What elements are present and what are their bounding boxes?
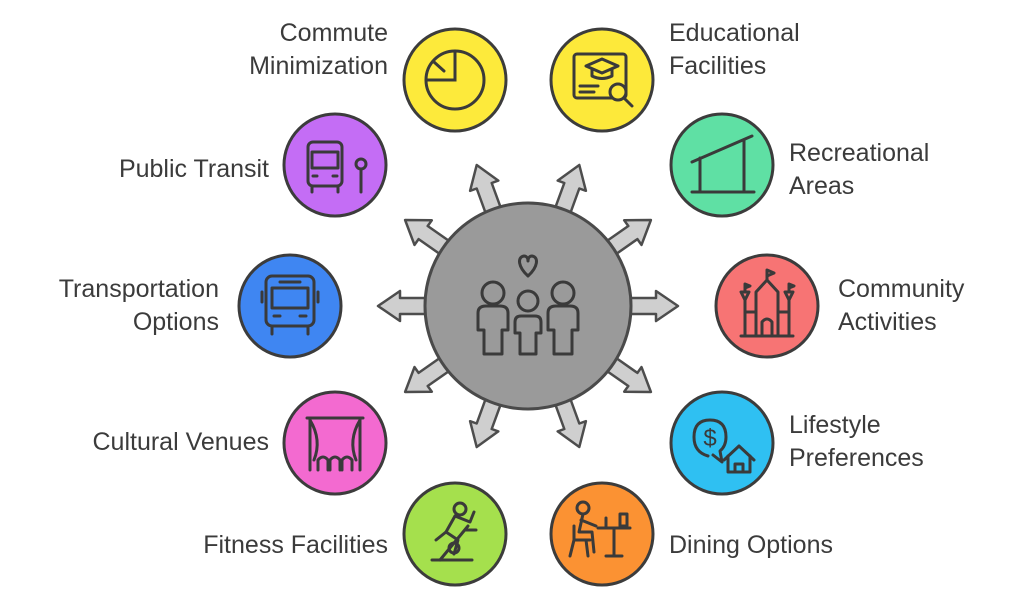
label-line: Preferences xyxy=(789,444,924,472)
node-dining-options xyxy=(549,481,655,587)
dining-table-icon xyxy=(568,500,632,558)
theater-stage-icon xyxy=(305,416,365,472)
label-educational-facilities: Educational Facilities xyxy=(669,17,800,83)
label-line: Areas xyxy=(789,172,855,200)
pie-chart-icon xyxy=(424,49,486,111)
label-lifestyle-preferences: Lifestyle Preferences xyxy=(789,409,924,475)
node-circle xyxy=(282,112,388,218)
label-fitness-facilities: Fitness Facilities xyxy=(203,529,388,562)
label-commute-minimization: Commute Minimization xyxy=(249,17,388,83)
node-circle xyxy=(714,253,820,359)
online-education-icon xyxy=(572,52,634,108)
node-circle xyxy=(237,253,343,359)
bus-icon xyxy=(260,274,320,336)
label-community-activities: Community Activities xyxy=(838,273,964,339)
node-community-activities xyxy=(714,253,820,359)
label-line: Activities xyxy=(838,308,937,336)
node-lifestyle-preferences: $ xyxy=(669,390,775,496)
label-line: Lifestyle xyxy=(789,411,881,439)
label-line: Minimization xyxy=(249,52,388,80)
label-line: Cultural Venues xyxy=(92,428,269,456)
label-line: Commute xyxy=(279,19,388,47)
label-transportation-options: Transportation Options xyxy=(59,273,219,339)
label-line: Recreational xyxy=(789,139,930,167)
node-circle xyxy=(282,390,388,496)
label-line: Fitness Facilities xyxy=(203,531,388,559)
label-cultural-venues: Cultural Venues xyxy=(92,426,269,459)
label-recreational-areas: Recreational Areas xyxy=(789,137,929,203)
node-circle xyxy=(549,481,655,587)
label-line: Dining Options xyxy=(669,531,833,559)
label-line: Options xyxy=(132,308,219,336)
node-educational-facilities xyxy=(549,27,655,133)
label-dining-options: Dining Options xyxy=(669,529,833,562)
node-commute-minimization xyxy=(402,27,508,133)
label-line: Transportation xyxy=(58,275,219,303)
center-circle xyxy=(423,201,633,411)
node-recreational-areas xyxy=(669,112,775,218)
label-line: Facilities xyxy=(669,52,767,80)
center-hub xyxy=(423,201,633,411)
svg-text:$: $ xyxy=(703,425,716,452)
node-circle xyxy=(402,481,508,587)
bus-stop-icon xyxy=(306,140,368,194)
node-fitness-facilities xyxy=(402,481,508,587)
node-public-transit xyxy=(282,112,388,218)
label-line: Community xyxy=(838,275,965,303)
node-cultural-venues xyxy=(282,390,388,496)
exercise-bike-icon xyxy=(430,501,478,562)
shelter-icon xyxy=(690,134,756,194)
node-circle xyxy=(669,112,775,218)
node-circle xyxy=(669,390,775,496)
node-transportation-options xyxy=(237,253,343,359)
family-heart-icon xyxy=(476,254,580,356)
castle-icon xyxy=(739,268,796,338)
label-line: Public Transit xyxy=(118,155,269,183)
home-finance-icon: $ xyxy=(692,418,756,474)
label-public-transit: Public Transit xyxy=(119,153,269,186)
label-line: Educational xyxy=(669,19,800,47)
